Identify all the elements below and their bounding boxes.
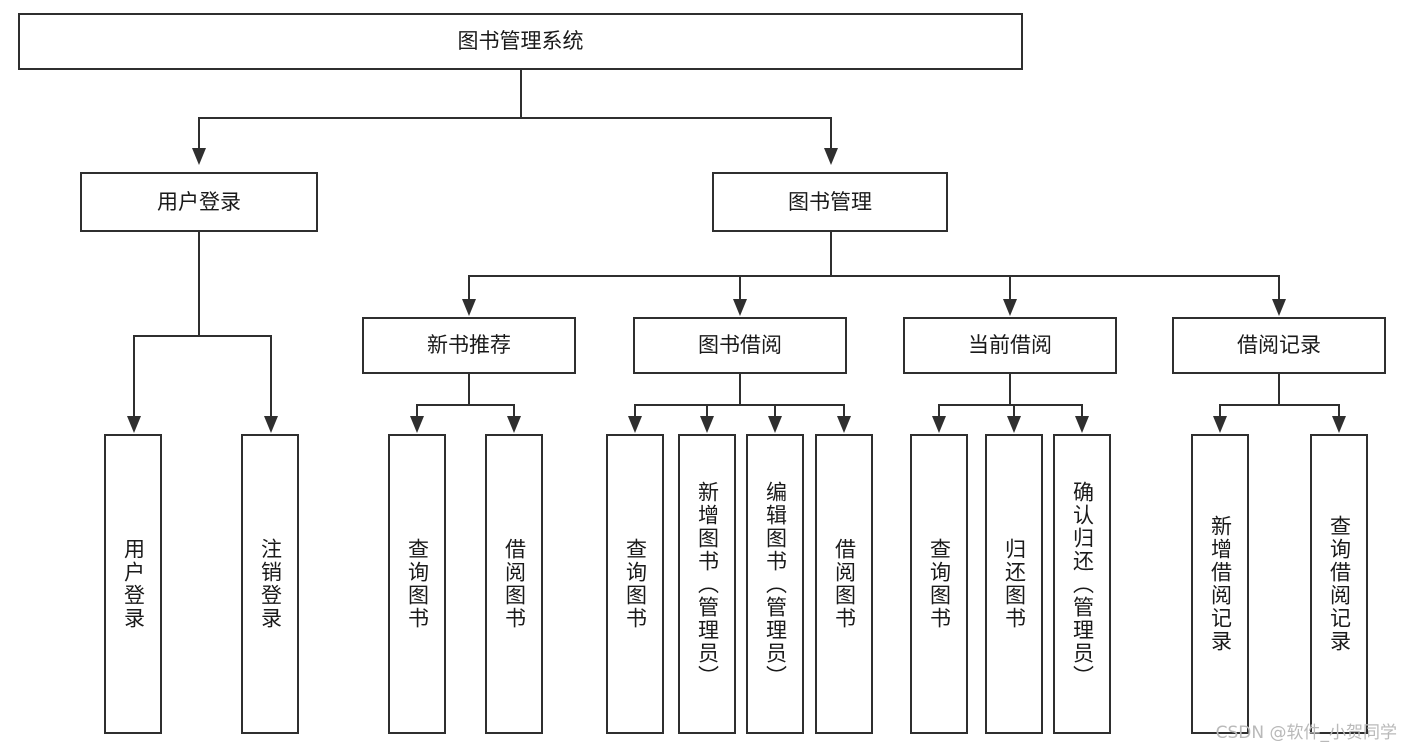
connector-book-management-bus xyxy=(468,275,1279,277)
arrowhead-user-login xyxy=(192,148,206,165)
node-label: 借阅记录 xyxy=(1237,333,1321,358)
node-label: 借阅图书 xyxy=(502,538,527,630)
arrowhead-leaf-query-book xyxy=(628,416,642,433)
connector-user-login-bus xyxy=(133,335,270,337)
connector-new-book-stem xyxy=(468,374,470,405)
arrowhead-leaf-logout xyxy=(264,416,278,433)
node-book-borrow[interactable]: 图书借阅 xyxy=(633,317,847,374)
node-leaf-confirm-return-admin[interactable]: 确认归还（管理员） xyxy=(1053,434,1111,734)
node-label: 图书管理 xyxy=(788,189,872,214)
node-leaf-add-borrow-record[interactable]: 新增借阅记录 xyxy=(1191,434,1249,734)
node-leaf-query-book[interactable]: 查询图书 xyxy=(606,434,664,734)
connector-bb-to-leaf-3 xyxy=(774,404,776,417)
connector-root-to-book-management xyxy=(830,117,832,149)
node-label: 查询图书 xyxy=(927,538,952,630)
connector-borrow-record-bus xyxy=(1219,404,1339,406)
node-user-login[interactable]: 用户登录 xyxy=(80,172,318,232)
node-label: 新书推荐 xyxy=(427,333,511,358)
node-label: 查询图书 xyxy=(623,538,648,630)
node-label: 图书借阅 xyxy=(698,333,782,358)
arrowhead-leaf-confirm-return-admin xyxy=(1075,416,1089,433)
node-label: 归还图书 xyxy=(1002,538,1027,630)
node-label: 注销登录 xyxy=(258,538,283,630)
connector-bm-to-new-book xyxy=(468,275,470,303)
connector-root-stem xyxy=(520,70,522,118)
arrowhead-leaf-query-book-new xyxy=(410,416,424,433)
arrowhead-current-borrow xyxy=(1003,299,1017,316)
connector-borrow-record-stem xyxy=(1278,374,1280,405)
node-label: 图书管理系统 xyxy=(457,29,584,54)
connector-bb-to-leaf-2 xyxy=(706,404,708,417)
connector-cb-to-leaf-3 xyxy=(1081,404,1083,417)
connector-bb-to-leaf-4 xyxy=(843,404,845,417)
connector-user-login-to-leaf-1 xyxy=(133,335,135,417)
arrowhead-leaf-borrow-book xyxy=(837,416,851,433)
connector-root-bus xyxy=(198,117,832,119)
connector-user-login-stem xyxy=(198,232,200,336)
arrowhead-leaf-add-borrow-record xyxy=(1213,416,1227,433)
connector-root-to-user-login xyxy=(198,117,200,149)
connector-bm-to-current-borrow xyxy=(1009,275,1011,303)
node-leaf-return-book[interactable]: 归还图书 xyxy=(985,434,1043,734)
connector-new-book-bus xyxy=(416,404,514,406)
node-leaf-edit-book-admin[interactable]: 编辑图书（管理员） xyxy=(746,434,804,734)
connector-br-to-leaf-1 xyxy=(1219,404,1221,417)
node-label: 用户登录 xyxy=(121,538,146,630)
connector-current-borrow-bus xyxy=(938,404,1081,406)
connector-book-management-stem xyxy=(830,232,832,276)
connector-cb-to-leaf-1 xyxy=(938,404,940,417)
arrowhead-leaf-query-book-current xyxy=(932,416,946,433)
node-leaf-query-book-new[interactable]: 查询图书 xyxy=(388,434,446,734)
connector-bm-to-book-borrow xyxy=(739,275,741,303)
node-leaf-user-login[interactable]: 用户登录 xyxy=(104,434,162,734)
node-label: 当前借阅 xyxy=(968,333,1052,358)
node-label: 借阅图书 xyxy=(832,538,857,630)
connector-bm-to-borrow-record xyxy=(1278,275,1280,303)
arrowhead-new-book-recommend xyxy=(462,299,476,316)
watermark-text: CSDN @软件_小贺同学 xyxy=(1215,723,1397,743)
connector-bb-to-leaf-1 xyxy=(634,404,636,417)
node-label: 确认归还（管理员） xyxy=(1070,480,1095,688)
node-label: 查询图书 xyxy=(405,538,430,630)
arrowhead-book-borrow xyxy=(733,299,747,316)
connector-br-to-leaf-2 xyxy=(1338,404,1340,417)
connector-current-borrow-stem xyxy=(1009,374,1011,405)
arrowhead-leaf-return-book xyxy=(1007,416,1021,433)
connector-book-borrow-bus xyxy=(634,404,844,406)
arrowhead-borrow-record xyxy=(1272,299,1286,316)
connector-user-login-to-leaf-2 xyxy=(270,335,272,417)
connector-nb-to-leaf-1 xyxy=(416,404,418,417)
node-leaf-query-borrow-record[interactable]: 查询借阅记录 xyxy=(1310,434,1368,734)
arrowhead-leaf-user-login xyxy=(127,416,141,433)
node-leaf-borrow-book-new[interactable]: 借阅图书 xyxy=(485,434,543,734)
connector-cb-to-leaf-2 xyxy=(1013,404,1015,417)
node-label: 编辑图书（管理员） xyxy=(763,480,788,688)
arrowhead-book-management xyxy=(824,148,838,165)
node-root-book-management-system[interactable]: 图书管理系统 xyxy=(18,13,1023,70)
node-label: 新增图书（管理员） xyxy=(695,480,720,688)
connector-nb-to-leaf-2 xyxy=(513,404,515,417)
node-leaf-borrow-book[interactable]: 借阅图书 xyxy=(815,434,873,734)
node-label: 新增借阅记录 xyxy=(1208,515,1233,653)
node-book-management[interactable]: 图书管理 xyxy=(712,172,948,232)
arrowhead-leaf-query-borrow-record xyxy=(1332,416,1346,433)
node-borrow-record[interactable]: 借阅记录 xyxy=(1172,317,1386,374)
arrowhead-leaf-edit-book-admin xyxy=(768,416,782,433)
node-current-borrow[interactable]: 当前借阅 xyxy=(903,317,1117,374)
arrowhead-leaf-borrow-book-new xyxy=(507,416,521,433)
arrowhead-leaf-add-book-admin xyxy=(700,416,714,433)
node-leaf-add-book-admin[interactable]: 新增图书（管理员） xyxy=(678,434,736,734)
node-label: 用户登录 xyxy=(157,189,241,214)
node-label: 查询借阅记录 xyxy=(1327,515,1352,653)
node-new-book-recommend[interactable]: 新书推荐 xyxy=(362,317,576,374)
node-leaf-query-book-current[interactable]: 查询图书 xyxy=(910,434,968,734)
connector-book-borrow-stem xyxy=(739,374,741,405)
node-leaf-logout[interactable]: 注销登录 xyxy=(241,434,299,734)
